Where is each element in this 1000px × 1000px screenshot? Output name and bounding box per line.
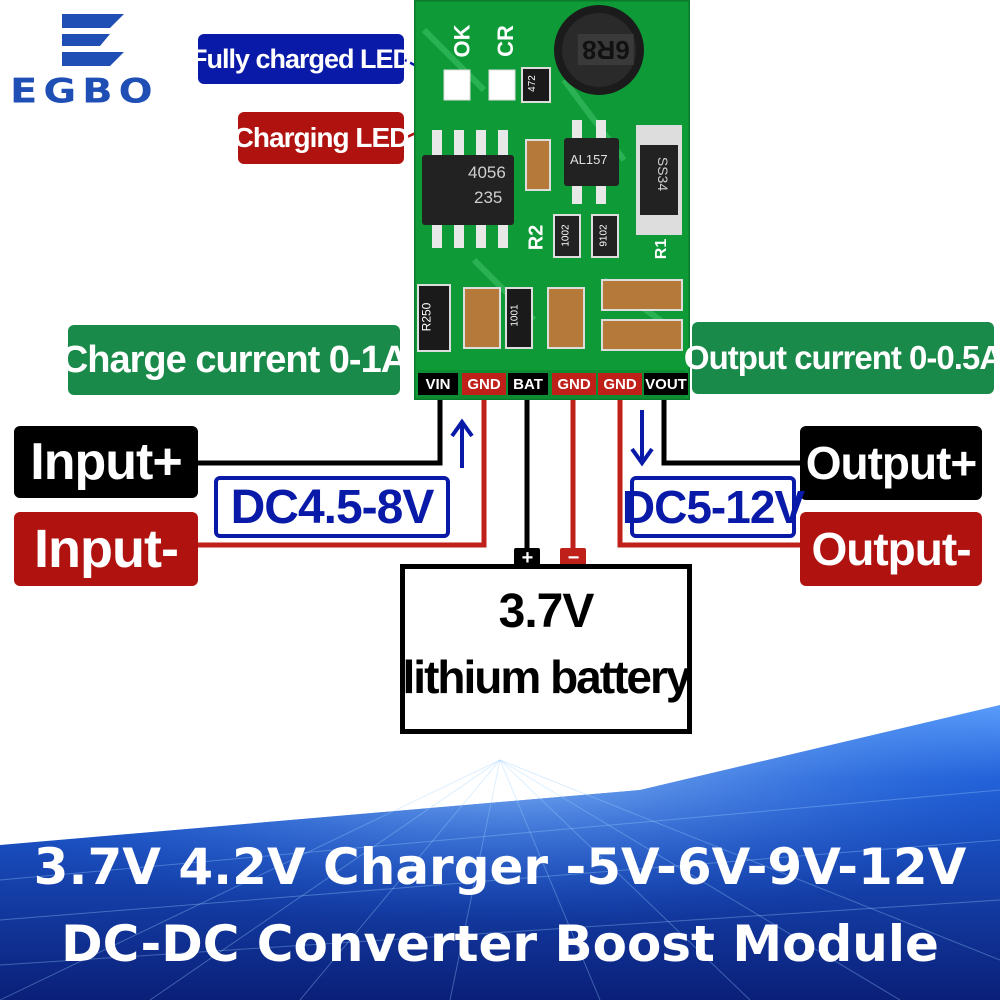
silk-r1: R1 — [653, 238, 671, 260]
silk-ok: OK — [449, 24, 475, 58]
res-r250-label: R250 — [419, 302, 434, 332]
inductor-label: 6R8 — [578, 34, 634, 65]
res-1002-label: 1002 — [560, 224, 572, 247]
fully-charged-led-label: Fully charged LED — [191, 34, 412, 84]
pin-gnd-1: GND — [462, 373, 506, 395]
battery-type-text: lithium battery — [402, 651, 692, 703]
battery-plus-terminal: + — [514, 547, 540, 569]
res-9102-label: 9102 — [598, 224, 610, 247]
pin-bat: BAT — [508, 373, 548, 395]
dc-input-range-label: DC4.5-8V — [214, 476, 450, 538]
output-plus-label: Output+ — [800, 426, 982, 500]
silk-r2: R2 — [525, 224, 548, 251]
pin-gnd-2: GND — [552, 373, 596, 395]
silk-cr: CR — [492, 25, 518, 57]
footer-title-line2: DC-DC Converter Boost Module — [61, 915, 939, 973]
output-minus-label: Output- — [800, 512, 982, 586]
res-472-label: 472 — [526, 75, 538, 92]
charge-current-label: Charge current 0-1A — [61, 325, 408, 395]
battery-minus-terminal: − — [560, 547, 586, 569]
res-1001-label: 1001 — [509, 304, 521, 327]
input-plus-label: Input+ — [14, 426, 198, 498]
output-current-label: Output current 0-0.5A — [684, 322, 1000, 394]
diode-label: SS34 — [655, 156, 672, 192]
chip-charger-line2: 235 — [474, 188, 503, 207]
pin-vout: VOUT — [644, 373, 688, 395]
dc-output-range-label: DC5-12V — [622, 476, 805, 538]
battery-box — [400, 564, 692, 734]
chip-boost-label: AL157 — [570, 152, 608, 167]
battery-voltage-text: 3.7V — [498, 585, 595, 638]
logo-mark-icon — [62, 14, 124, 66]
logo-text: EGBO — [10, 72, 159, 112]
pcb-board — [414, 0, 690, 400]
pin-gnd-3: GND — [598, 373, 642, 395]
pin-vin: VIN — [418, 373, 458, 395]
chip-charger-line1: 4056 — [468, 163, 506, 182]
input-minus-label: Input- — [14, 512, 198, 586]
charging-led-label: Charging LED — [234, 112, 409, 164]
footer-title-line1: 3.7V 4.2V Charger -5V-6V-9V-12V — [33, 838, 967, 896]
